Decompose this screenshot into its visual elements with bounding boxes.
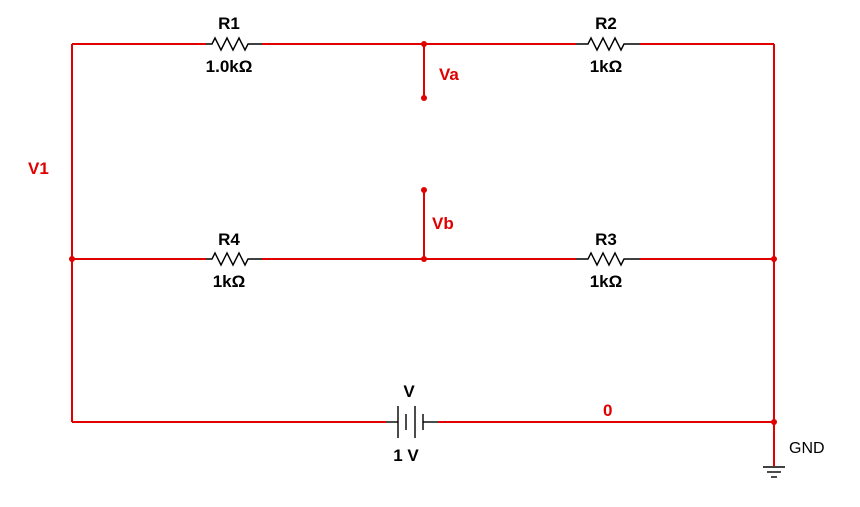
net-label-va: Va — [439, 65, 459, 84]
junction-right-mid — [771, 256, 777, 262]
resistor-r3-value: 1kΩ — [590, 272, 623, 291]
ground-label: GND — [789, 440, 825, 457]
resistor-r1-ref: R1 — [218, 14, 240, 33]
net-label-v1: V1 — [28, 159, 49, 178]
resistor-r4[interactable]: R4 1kΩ — [206, 230, 262, 291]
resistor-r1-value: 1.0kΩ — [206, 57, 253, 76]
ground-icon — [763, 466, 785, 478]
battery-value: 1 V — [393, 446, 419, 465]
net-label-vb: Vb — [432, 214, 454, 233]
junction-va-end — [421, 95, 427, 101]
battery-ref: V — [403, 382, 415, 401]
junction-right-bottom — [771, 419, 777, 425]
resistor-r4-symbol — [206, 251, 262, 267]
resistor-r2-value: 1kΩ — [590, 57, 623, 76]
resistor-r1-symbol — [206, 36, 262, 52]
junction-vb-mid — [421, 256, 427, 262]
resistor-r2-ref: R2 — [595, 14, 617, 33]
resistor-r3[interactable]: R3 1kΩ — [576, 230, 640, 291]
junction-left-mid — [69, 256, 75, 262]
resistor-r4-value: 1kΩ — [213, 272, 246, 291]
junctions — [69, 41, 777, 425]
resistor-r2[interactable]: R2 1kΩ — [576, 14, 640, 76]
resistor-r3-ref: R3 — [595, 230, 617, 249]
resistor-r3-symbol — [576, 251, 640, 267]
junction-va-top — [421, 41, 427, 47]
wires — [71, 43, 775, 466]
battery-source[interactable]: V 1 V — [386, 382, 438, 465]
resistor-r2-symbol — [576, 36, 640, 52]
net-label-zero: 0 — [603, 401, 612, 420]
resistor-r1[interactable]: R1 1.0kΩ — [206, 14, 262, 76]
resistor-r4-ref: R4 — [218, 230, 240, 249]
junction-vb-end — [421, 187, 427, 193]
